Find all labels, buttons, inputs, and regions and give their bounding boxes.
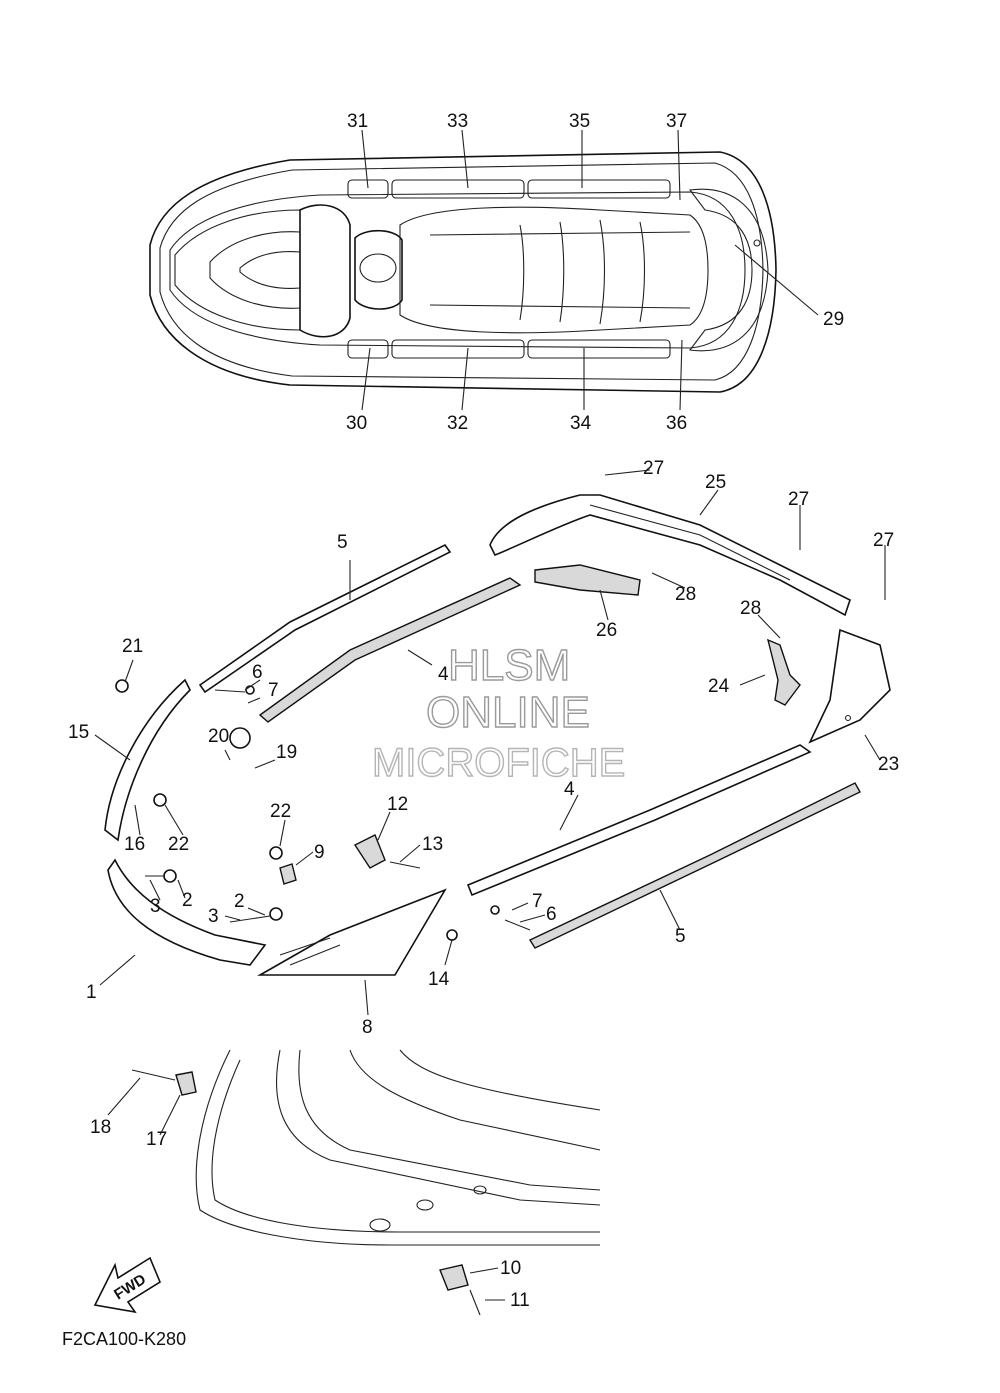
watermark-line-3: MICROFICHE [372, 741, 625, 785]
callout-22-mid: 22 [270, 801, 291, 822]
callout-25: 25 [705, 472, 726, 493]
hull-top-view [149, 151, 777, 393]
exploded-parts [104, 494, 891, 976]
callout-35: 35 [569, 111, 590, 132]
callout-23: 23 [878, 754, 899, 775]
callout-12: 12 [387, 794, 408, 815]
watermark: HLSM ONLINE MICROFICHE [371, 640, 626, 785]
callout-26: 26 [596, 620, 617, 641]
callout-29: 29 [823, 309, 844, 330]
callout-19: 19 [276, 742, 297, 763]
callout-8: 8 [362, 1017, 373, 1038]
callout-6-lower: 6 [546, 904, 557, 925]
callout-14: 14 [428, 969, 450, 990]
callout-22-left: 22 [168, 834, 189, 855]
callout-33: 33 [447, 111, 468, 132]
callout-3-lower: 3 [208, 906, 219, 927]
callout-21: 21 [122, 636, 143, 657]
watermark-line-2: ONLINE [426, 688, 590, 737]
callout-15: 15 [68, 722, 89, 743]
callout-1: 1 [86, 982, 97, 1003]
callout-4-lower: 4 [564, 779, 575, 800]
callout-34: 34 [570, 413, 592, 434]
callout-28-right: 28 [740, 598, 761, 619]
callout-6-upper: 6 [252, 662, 263, 683]
callout-2-lower: 2 [234, 891, 245, 912]
callout-37: 37 [666, 111, 687, 132]
fwd-arrow: FWD [93, 1256, 161, 1314]
callout-10: 10 [500, 1258, 521, 1279]
diagram-code: F2CA100-K280 [62, 1329, 186, 1349]
callout-7-lower: 7 [532, 891, 543, 912]
callout-13: 13 [422, 834, 443, 855]
callout-2-upper: 2 [182, 890, 193, 911]
callout-27-mid: 27 [788, 489, 809, 510]
callout-5-lower: 5 [675, 926, 686, 947]
watermark-line-1: HLSM [448, 641, 570, 690]
callout-32: 32 [447, 413, 468, 434]
callout-4-upper: 4 [438, 664, 449, 685]
callout-17: 17 [146, 1129, 167, 1150]
hull-bottom-view [131, 1049, 601, 1316]
callout-18: 18 [90, 1117, 111, 1138]
callout-5-upper: 5 [337, 532, 348, 553]
top-view-callouts: 31 33 35 37 29 30 32 34 36 [346, 111, 844, 434]
callout-28-left: 28 [675, 584, 696, 605]
callout-16: 16 [124, 834, 145, 855]
callout-3-upper: 3 [150, 896, 161, 917]
callout-7-upper: 7 [268, 680, 279, 701]
callout-11: 11 [510, 1290, 530, 1311]
callout-24: 24 [708, 676, 730, 697]
callout-20: 20 [208, 726, 229, 747]
callout-31: 31 [347, 111, 368, 132]
callout-9: 9 [314, 842, 325, 863]
exploded-callouts: 5 4 6 7 21 15 20 19 16 22 22 9 12 13 3 2… [68, 458, 899, 1311]
callout-27-top: 27 [643, 458, 664, 479]
callout-30: 30 [346, 413, 367, 434]
callout-27-right: 27 [873, 530, 894, 551]
callout-36: 36 [666, 413, 687, 434]
